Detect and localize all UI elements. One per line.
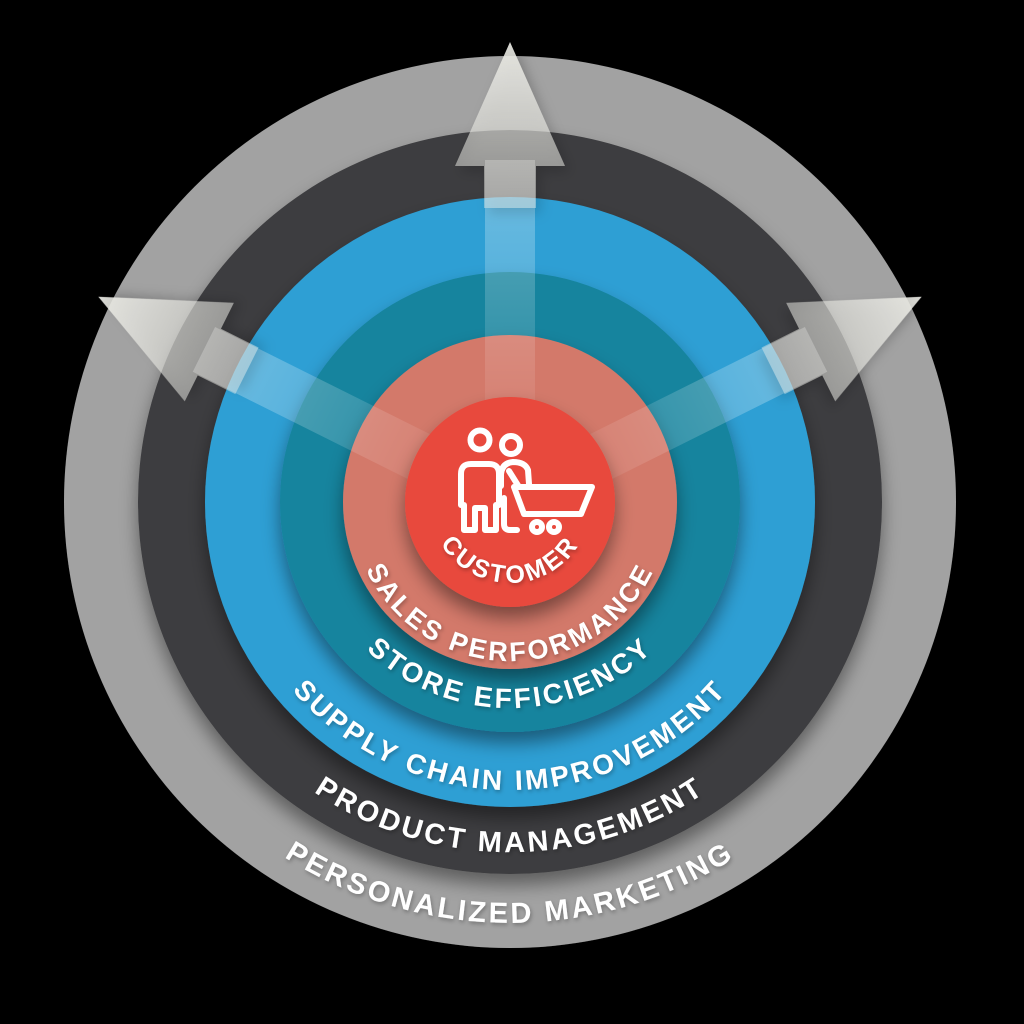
customer-cart-icon	[458, 427, 595, 535]
person-2-leg	[501, 495, 520, 533]
outward-arrow-up	[455, 42, 565, 208]
person-1-body	[458, 461, 502, 533]
light-beam-upper-left	[192, 327, 432, 480]
light-beam-upper-right	[588, 327, 828, 480]
outward-arrow-upper-left	[98, 296, 259, 402]
person-1-head	[467, 427, 493, 453]
cart-basket	[511, 484, 595, 517]
person-2-head	[499, 433, 523, 457]
outward-arrow-upper-right	[761, 296, 922, 402]
light-beams-group	[192, 160, 828, 480]
cart-wheel-left	[529, 519, 545, 535]
cart-wheel-right	[546, 519, 562, 535]
center-customer-circle	[405, 397, 615, 607]
arrows-group	[98, 42, 922, 402]
person-2-body	[498, 459, 532, 489]
